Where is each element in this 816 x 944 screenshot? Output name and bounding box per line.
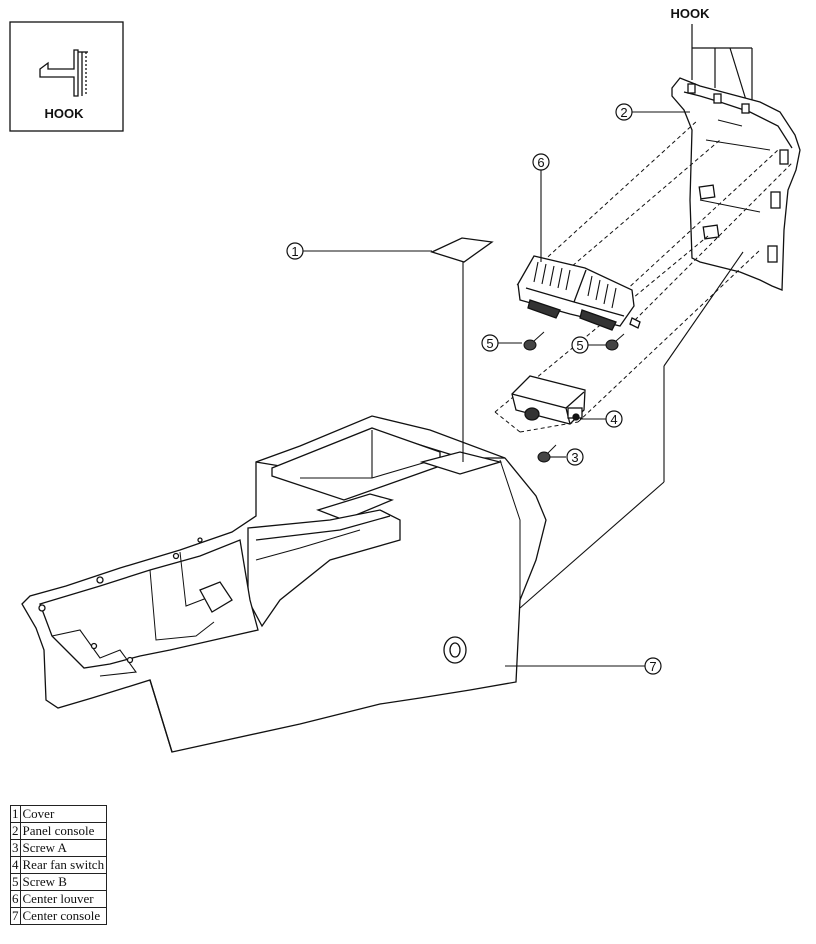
callout-5b: 5: [571, 336, 589, 354]
legend-number: 4: [10, 856, 21, 874]
legend-number: 2: [10, 822, 21, 840]
legend-row: 4 Rear fan switch: [10, 856, 108, 874]
svg-text:2: 2: [620, 105, 627, 120]
svg-text:6: 6: [537, 155, 544, 170]
cover-part: [430, 237, 494, 263]
callout-1: 1: [286, 242, 304, 260]
svg-text:1: 1: [291, 244, 298, 259]
svg-text:7: 7: [649, 659, 656, 674]
legend-row: 2 Panel console: [10, 822, 108, 840]
callout-5a: 5: [481, 334, 499, 352]
legend-label: Screw B: [19, 873, 108, 891]
center-console-part: [21, 415, 547, 753]
alignment-lines: [494, 119, 794, 433]
legend-label: Screw A: [19, 839, 108, 857]
legend-label: Panel console: [19, 822, 108, 840]
legend-number: 7: [10, 907, 21, 925]
legend-label: Rear fan switch: [19, 856, 108, 874]
callout-leader-lines: [303, 111, 744, 667]
legend-number: 5: [10, 873, 21, 891]
hook-leader-lines: [691, 24, 753, 104]
legend-label: Center console: [19, 907, 108, 925]
legend-label: Cover: [19, 805, 108, 823]
callout-7: 7: [644, 657, 662, 675]
svg-text:5: 5: [486, 336, 493, 351]
legend-number: 1: [10, 805, 21, 823]
legend-row: 3 Screw A: [10, 839, 108, 857]
legend-row: 7 Center console: [10, 907, 108, 925]
parts-legend-table: 1 Cover 2 Panel console 3 Screw A 4 Rear…: [10, 805, 108, 925]
panel-console-part: [671, 77, 801, 291]
hook-label: HOOK: [671, 6, 711, 21]
callout-6: 6: [532, 153, 550, 171]
rear-fan-switch-part: [511, 375, 586, 425]
legend-row: 5 Screw B: [10, 873, 108, 891]
svg-text:5: 5: [576, 338, 583, 353]
callout-4: 4: [605, 410, 623, 428]
screw-b-right: [605, 333, 625, 351]
svg-text:3: 3: [571, 450, 578, 465]
hook-label-group: HOOK: [671, 6, 753, 104]
svg-text:4: 4: [610, 412, 617, 427]
hook-detail-icon: [39, 49, 88, 97]
louver-fins: [533, 261, 617, 309]
legend-number: 3: [10, 839, 21, 857]
legend-label: Center louver: [19, 890, 108, 908]
hook-detail-label: HOOK: [45, 106, 85, 121]
screw-a: [537, 444, 557, 463]
legend-number: 6: [10, 890, 21, 908]
hook-detail-inset: HOOK: [9, 21, 124, 132]
legend-row: 1 Cover: [10, 805, 108, 823]
screw-b-left: [523, 331, 545, 351]
callout-3: 3: [566, 448, 584, 466]
legend-row: 6 Center louver: [10, 890, 108, 908]
callout-2: 2: [615, 103, 633, 121]
center-louver-part: [517, 255, 641, 331]
